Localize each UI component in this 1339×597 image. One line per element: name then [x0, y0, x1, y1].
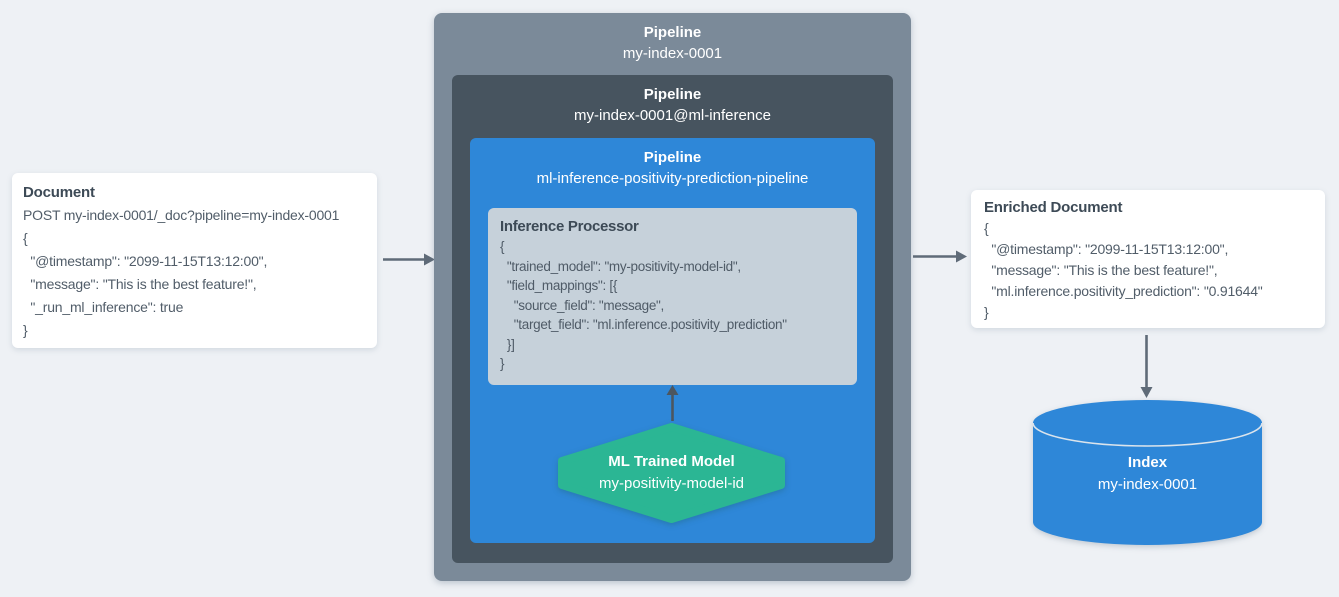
document-card-line: POST my-index-0001/_doc?pipeline=my-inde… [23, 207, 340, 223]
index-label: Index my-index-0001 [1033, 452, 1262, 496]
ml-trained-model-node: ML Trained Model my-positivity-model-id [558, 423, 785, 523]
document-card-line: "@timestamp": "2099-11-15T13:12:00", [23, 253, 268, 269]
inference-processor-line: "field_mappings": [{ [500, 278, 618, 293]
enriched-document-line: "message": "This is the best feature!", [984, 262, 1218, 278]
inference-processor-line: { [500, 239, 505, 254]
document-card-line: "message": "This is the best feature!", [23, 276, 257, 292]
inference-processor-box: Inference Processor { "trained_model": "… [488, 208, 857, 385]
index-subtitle: my-index-0001 [1097, 476, 1198, 493]
document-card-title: Document [23, 184, 95, 201]
ml-trained-model-label: ML Trained Model my-positivity-model-id [558, 451, 785, 495]
inference-processor-line: } [500, 356, 505, 371]
pipeline-outer-title: Pipeline [643, 24, 702, 41]
pipeline-outer-header: Pipeline my-index-0001 [434, 13, 911, 64]
enriched-document-line: "@timestamp": "2099-11-15T13:12:00", [984, 241, 1229, 257]
document-card: Document POST my-index-0001/_doc?pipelin… [12, 173, 377, 348]
enriched-document-line: { [984, 220, 989, 236]
arrow-down-icon [1140, 335, 1153, 398]
pipeline-inference-subtitle: my-index-0001@ml-inference [574, 107, 771, 124]
document-card-line: { [23, 230, 28, 246]
enriched-document-line: } [984, 304, 989, 320]
enriched-document-card: Enriched Document { "@timestamp": "2099-… [971, 190, 1325, 328]
arrow-up-icon [666, 385, 679, 421]
pipeline-ml-subtitle: ml-inference-positivity-prediction-pipel… [536, 170, 809, 187]
inference-processor-line: }] [500, 336, 515, 352]
inference-processor-title: Inference Processor [500, 218, 639, 235]
pipeline-outer-subtitle: my-index-0001 [622, 45, 723, 62]
pipeline-inference-title: Pipeline [643, 86, 702, 103]
inference-processor-line: "source_field": "message", [500, 297, 665, 313]
inference-processor-line: "target_field": "ml.inference.positivity… [500, 317, 787, 332]
index-title: Index [1127, 454, 1168, 471]
document-card-line: } [23, 322, 28, 338]
hexagon-icon [558, 423, 785, 523]
ml-trained-model-title: ML Trained Model [608, 453, 735, 470]
pipeline-ml-header: Pipeline ml-inference-positivity-predict… [470, 138, 875, 189]
enriched-document-line: "ml.inference.positivity_prediction": "0… [984, 283, 1263, 299]
arrow-right-icon [383, 253, 435, 266]
pipeline-inference-header: Pipeline my-index-0001@ml-inference [452, 75, 893, 126]
document-card-line: "_run_ml_inference": true [23, 299, 184, 315]
arrow-right-icon [913, 250, 967, 263]
enriched-document-title: Enriched Document [984, 199, 1123, 216]
pipeline-ml-title: Pipeline [643, 149, 702, 166]
database-cylinder-icon [1033, 400, 1262, 545]
ml-trained-model-subtitle: my-positivity-model-id [598, 475, 745, 492]
inference-processor-line: "trained_model": "my-positivity-model-id… [500, 258, 741, 274]
index-node: Index my-index-0001 [1033, 400, 1262, 545]
